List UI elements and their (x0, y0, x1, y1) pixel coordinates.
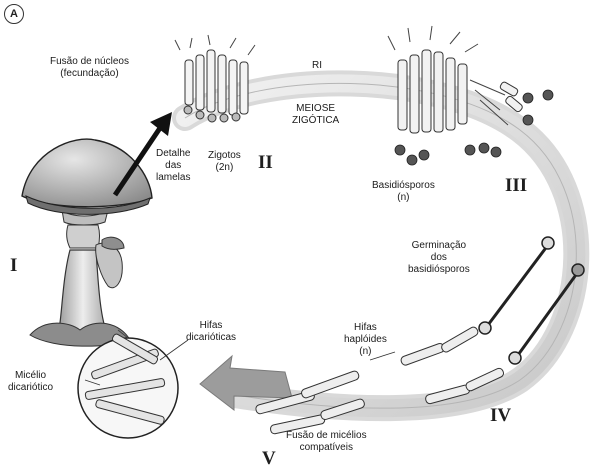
lamellae-detail-illustration (175, 35, 255, 122)
panel-badge: A (4, 4, 24, 24)
stage-number-2: II (258, 152, 273, 174)
stage-number-5: V (262, 448, 276, 470)
stage-number-3: III (505, 175, 527, 197)
stage-number-4: IV (490, 405, 511, 427)
label-basidiospores: Basidiósporos(n) (372, 180, 435, 204)
label-zygotes: Zigotos(2n) (208, 150, 241, 174)
stage-number-1: I (10, 255, 17, 277)
label-ri: RI (312, 60, 322, 72)
label-fusion-of-nuclei: Fusão de núcleos(fecundação) (50, 56, 129, 80)
